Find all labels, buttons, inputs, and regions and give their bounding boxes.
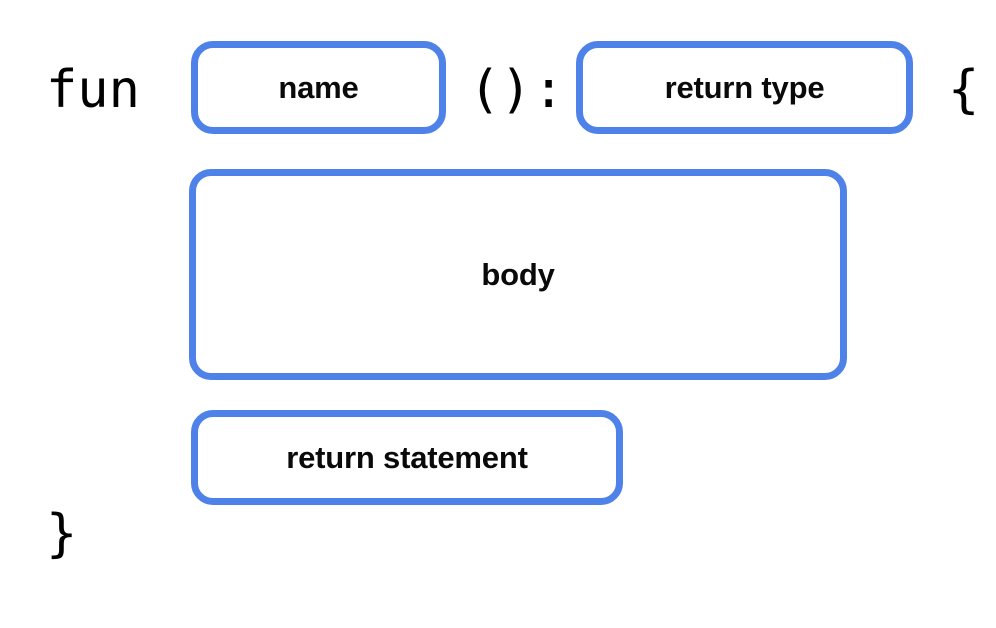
name-placeholder-box[interactable]: name <box>191 41 446 134</box>
opening-brace: { <box>948 60 980 120</box>
return-type-colon: : <box>533 60 565 120</box>
closing-brace: } <box>46 504 78 564</box>
return-type-placeholder-label: return type <box>664 70 825 105</box>
body-placeholder-label: body <box>481 257 555 292</box>
name-placeholder-label: name <box>278 70 359 105</box>
body-placeholder-box[interactable]: body <box>189 169 847 380</box>
keyword-fun: fun <box>46 60 140 120</box>
return-statement-placeholder-label: return statement <box>286 440 528 475</box>
parameter-parentheses: () <box>469 60 532 120</box>
return-statement-placeholder-box[interactable]: return statement <box>191 410 623 505</box>
return-type-placeholder-box[interactable]: return type <box>576 41 913 134</box>
